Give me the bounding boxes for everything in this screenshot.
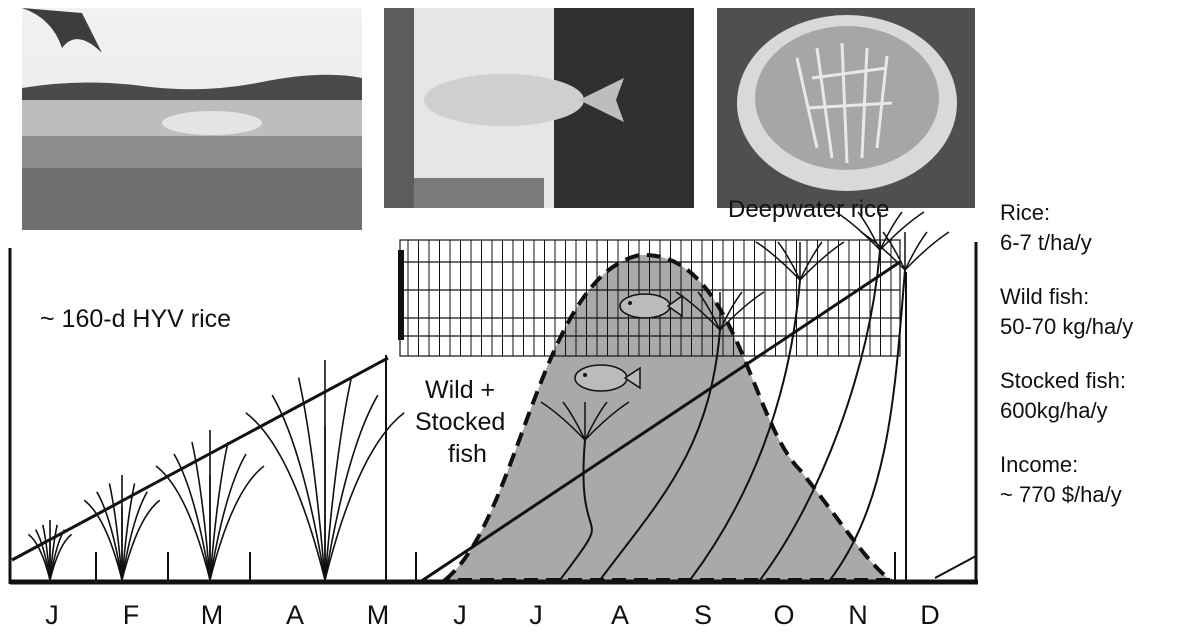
deepwater-rice-label: Deepwater rice: [728, 196, 889, 224]
rice-stat: Rice: 6-7 t/ha/y: [1000, 198, 1180, 258]
rice-stat-label: Rice:: [1000, 198, 1180, 228]
wild-fish-stat-value: 50-70 kg/ha/y: [1000, 312, 1180, 342]
income-stat: Income: ~ 770 $/ha/y: [1000, 450, 1180, 510]
month-label: O: [764, 600, 804, 631]
wild-fish-stat: Wild fish: 50-70 kg/ha/y: [1000, 282, 1180, 342]
hyv-rice-label: ~ 160-d HYV rice: [40, 305, 231, 334]
fish-label-line1: Wild +: [425, 376, 495, 405]
yield-stats-panel: Rice: 6-7 t/ha/y Wild fish: 50-70 kg/ha/…: [1000, 198, 1180, 534]
fish-label-line2: Stocked: [415, 408, 505, 437]
stocked-fish-stat-label: Stocked fish:: [1000, 366, 1180, 396]
month-label: J: [516, 600, 556, 631]
rice-stat-value: 6-7 t/ha/y: [1000, 228, 1180, 258]
month-label: J: [32, 600, 72, 631]
month-label: A: [600, 600, 640, 631]
rice-plant-icon: [246, 360, 404, 580]
month-label: M: [192, 600, 232, 631]
net-post: [398, 250, 404, 340]
stocked-fish-stat: Stocked fish: 600kg/ha/y: [1000, 366, 1180, 426]
rice-plant-icon: [28, 520, 71, 580]
month-label: A: [275, 600, 315, 631]
fish-label-line3: fish: [448, 440, 487, 469]
month-label: D: [910, 600, 950, 631]
wild-fish-stat-label: Wild fish:: [1000, 282, 1180, 312]
month-label: S: [683, 600, 723, 631]
stocked-fish-stat-value: 600kg/ha/y: [1000, 396, 1180, 426]
income-stat-label: Income:: [1000, 450, 1180, 480]
income-stat-value: ~ 770 $/ha/y: [1000, 480, 1180, 510]
month-label: J: [440, 600, 480, 631]
month-label: M: [358, 600, 398, 631]
rice-plant-icon: [156, 430, 264, 580]
month-label: N: [838, 600, 878, 631]
month-label: F: [111, 600, 151, 631]
next-season-line: [935, 556, 976, 578]
